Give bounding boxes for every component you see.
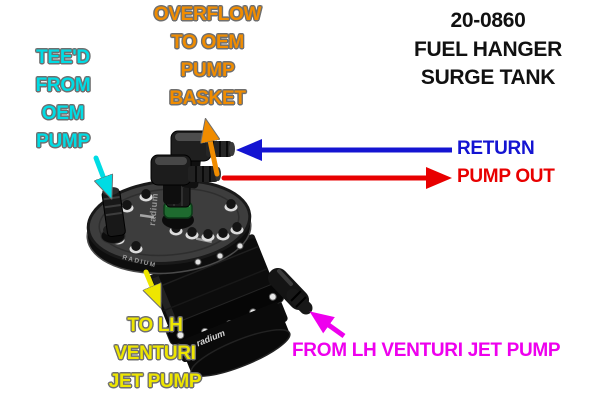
- label-line: TEE'D: [36, 47, 90, 68]
- label-teed-from-oem-pump: TEE'D FROM OEM PUMP: [18, 44, 108, 156]
- label-line: TO OEM: [171, 32, 244, 53]
- label-line: PUMP: [180, 60, 235, 81]
- label-to-lh-venturi-jet-pump: TO LH VENTURI JET PUMP: [98, 312, 212, 396]
- label-pump-out: PUMP OUT: [457, 166, 555, 187]
- to-lh-arrow: [146, 269, 158, 301]
- teed-arrow: [93, 155, 109, 192]
- label-from-lh-venturi-jet-pump: FROM LH VENTURI JET PUMP: [292, 340, 561, 361]
- title-line: 20-0860: [450, 9, 526, 32]
- label-line: VENTURI: [114, 343, 196, 364]
- diagram-title: 20-0860 FUEL HANGER SURGE TANK: [398, 7, 578, 93]
- title-line: SURGE TANK: [420, 66, 556, 89]
- label-line: FROM: [35, 75, 91, 96]
- label-line: TO LH: [127, 315, 183, 336]
- label-line: OEM: [41, 103, 85, 124]
- label-overflow-to-oem-pump-basket: OVERFLOW TO OEM PUMP BASKET: [145, 1, 270, 113]
- overflow-arrow: [207, 126, 217, 177]
- side-inlet-barb-fitting: [268, 268, 313, 315]
- pump-out-elbow-fitting: [150, 154, 221, 204]
- title-line: FUEL HANGER: [414, 37, 562, 61]
- label-line: PUMP: [36, 131, 90, 152]
- label-line: OVERFLOW: [153, 4, 262, 25]
- label-line: JET PUMP: [108, 371, 202, 392]
- label-return: RETURN: [457, 138, 535, 159]
- from-lh-arrow: [309, 311, 346, 339]
- neck-screws: [194, 242, 244, 266]
- label-line: BASKET: [169, 88, 246, 109]
